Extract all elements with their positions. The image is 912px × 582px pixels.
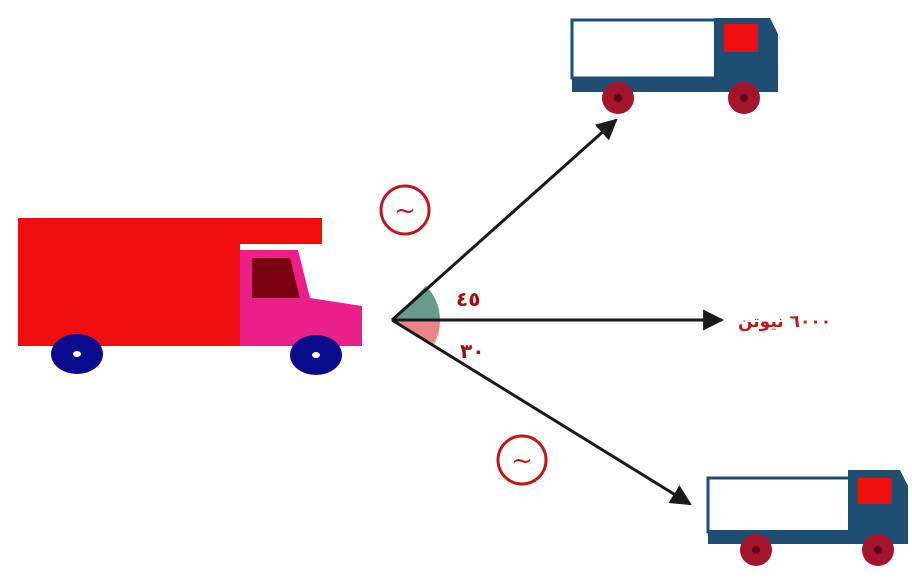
lower-tow-truck-front-hub	[874, 546, 882, 554]
lower-tow-truck	[706, 470, 908, 566]
upper-tow-truck-rear-hub	[614, 94, 622, 102]
upper-tow-truck-cargo-box	[570, 18, 726, 80]
lower-unknown-symbol: ~	[511, 446, 533, 476]
upper-unknown-force-marker: ~	[379, 184, 431, 236]
upper-tow-truck-window	[724, 24, 758, 52]
upper-tow-truck-front-hub	[740, 94, 748, 102]
resultant-force-label: ٦٠٠٠ نيوتن	[738, 312, 831, 332]
lower-unknown-force-marker: ~	[496, 434, 548, 486]
upper-angle-label: ٤٥	[456, 287, 480, 311]
main-truck	[18, 218, 362, 375]
lower-tow-truck-window	[858, 478, 892, 504]
upper-tow-truck	[570, 18, 778, 114]
main-truck-window	[252, 258, 300, 298]
main-truck-roof-lip	[18, 218, 322, 244]
lower-tow-truck-rear-hub	[752, 546, 760, 554]
main-truck-rear-hub	[73, 351, 81, 357]
main-truck-front-hub	[312, 352, 320, 358]
upper-force-arrow	[391, 118, 618, 322]
lower-force-arrow	[391, 318, 692, 506]
upper-unknown-symbol: ~	[394, 196, 416, 226]
lower-tow-truck-cargo-box	[706, 476, 858, 534]
upper-angle-sector	[392, 286, 441, 320]
lower-angle-label: ٣٠	[460, 339, 484, 363]
